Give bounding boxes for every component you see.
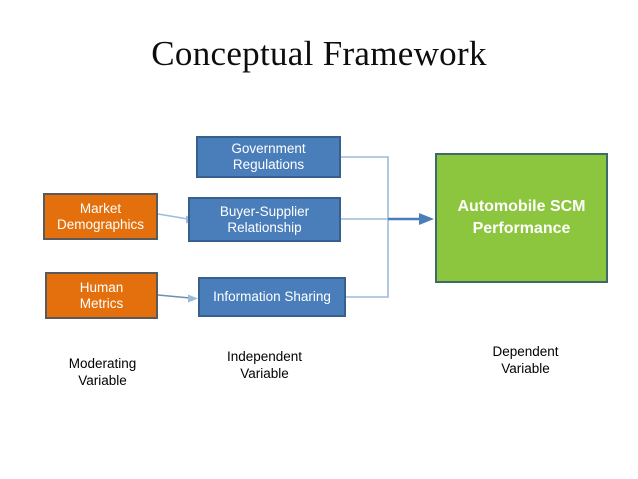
node-buyer-supplier-relationship[interactable]: Buyer-Supplier Relationship [188,197,341,242]
node-buyer-supplier-relationship-label: Buyer-Supplier Relationship [219,203,310,235]
arrow-trunk-to-performance [341,213,434,225]
node-automobile-scm-performance-label: Automobile SCM Performance [457,198,586,237]
node-government-regulations[interactable]: Government Regulations [196,136,341,178]
arrow-human-to-information [157,294,198,303]
connector-information-to-trunk [346,219,389,298]
node-information-sharing[interactable]: Information Sharing [198,277,346,317]
node-market-demographics-label: Market Demographics [56,200,145,232]
node-automobile-scm-performance[interactable]: Automobile SCM Performance [435,153,608,283]
node-information-sharing-label: Information Sharing [213,289,331,305]
connector-government-to-trunk [341,156,389,219]
caption-independent-variable: Independent Variable [226,349,303,381]
page-title: Conceptual Framework [151,34,487,73]
node-government-regulations-label: Government Regulations [231,141,306,172]
caption-moderating-variable: Moderating Variable [68,356,137,388]
caption-dependent-variable: Dependent Variable [492,344,559,376]
node-human-metrics-label: Human Metrics [79,279,124,311]
node-market-demographics[interactable]: Market Demographics [43,193,158,240]
node-human-metrics[interactable]: Human Metrics [45,272,158,319]
